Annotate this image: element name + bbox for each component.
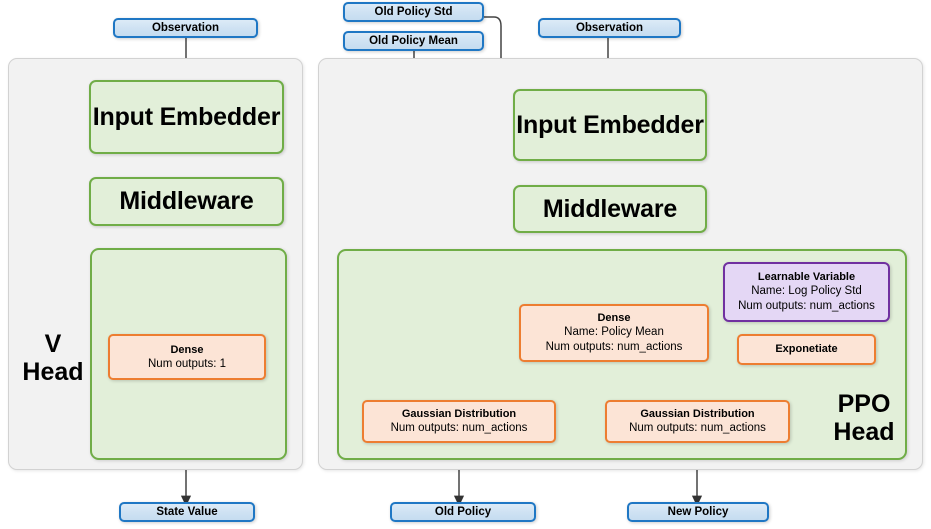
ppo-middleware-box[interactable]: Middleware: [513, 185, 707, 233]
gaussian-new-title: Gaussian Distribution: [640, 408, 755, 421]
v-dense-num-outputs: Num outputs: 1: [148, 357, 226, 370]
state-value-label: State Value: [156, 506, 218, 518]
old-policy-std-label: Old Policy Std: [374, 6, 453, 18]
exponentiate-box[interactable]: Exponetiate: [737, 334, 876, 365]
learnable-variable-num-outputs: Num outputs: num_actions: [738, 300, 875, 313]
old-policy-label: Old Policy: [434, 506, 492, 518]
v-dense-title: Dense: [170, 343, 204, 356]
ppo-input-embedder-box[interactable]: Input Embedder: [513, 89, 707, 161]
v-middleware-box[interactable]: Middleware: [89, 177, 284, 226]
observation-right-box[interactable]: Observation: [538, 18, 681, 38]
ppo-head-label-line2: Head: [833, 418, 895, 446]
old-policy-mean-label: Old Policy Mean: [369, 35, 458, 47]
ppo-input-embedder-label: Input Embedder: [516, 110, 704, 139]
ppo-head-label-line1: PPO: [837, 390, 891, 418]
v-middleware-label: Middleware: [119, 187, 254, 215]
gaussian-distribution-new-box[interactable]: Gaussian Distribution Num outputs: num_a…: [605, 400, 790, 443]
v-input-embedder-label: Input Embedder: [92, 102, 281, 131]
gaussian-old-title: Gaussian Distribution: [401, 408, 517, 421]
learnable-variable-title: Learnable Variable: [757, 270, 856, 283]
v-dense-box[interactable]: Dense Num outputs: 1: [108, 334, 266, 380]
observation-left-label: Observation: [151, 22, 220, 34]
ppo-dense-policy-mean-box[interactable]: Dense Name: Policy Mean Num outputs: num…: [519, 304, 709, 362]
old-policy-std-box[interactable]: Old Policy Std: [343, 2, 484, 22]
gaussian-old-num-outputs: Num outputs: num_actions: [390, 422, 528, 435]
v-input-embedder-box[interactable]: Input Embedder: [89, 80, 284, 154]
old-policy-mean-box[interactable]: Old Policy Mean: [343, 31, 484, 51]
observation-left-box[interactable]: Observation: [113, 18, 258, 38]
learnable-variable-box[interactable]: Learnable Variable Name: Log Policy Std …: [723, 262, 890, 322]
v-head-label: V Head: [14, 330, 92, 386]
state-value-box[interactable]: State Value: [119, 502, 255, 522]
new-policy-box[interactable]: New Policy: [627, 502, 769, 522]
ppo-middleware-label: Middleware: [542, 194, 678, 223]
ppo-dense-title: Dense: [597, 312, 631, 325]
v-head-label-line2: Head: [22, 358, 84, 386]
observation-right-label: Observation: [575, 22, 644, 34]
exponentiate-title: Exponetiate: [775, 343, 838, 356]
new-policy-label: New Policy: [667, 506, 729, 518]
ppo-head-label: PPO Head: [824, 390, 904, 446]
old-policy-box[interactable]: Old Policy: [390, 502, 536, 522]
ppo-dense-num-outputs: Num outputs: num_actions: [545, 341, 683, 354]
gaussian-new-num-outputs: Num outputs: num_actions: [629, 422, 766, 435]
learnable-variable-name: Name: Log Policy Std: [751, 285, 862, 298]
ppo-dense-name: Name: Policy Mean: [564, 326, 664, 339]
v-head-label-line1: V: [44, 330, 62, 358]
gaussian-distribution-old-box[interactable]: Gaussian Distribution Num outputs: num_a…: [362, 400, 556, 443]
